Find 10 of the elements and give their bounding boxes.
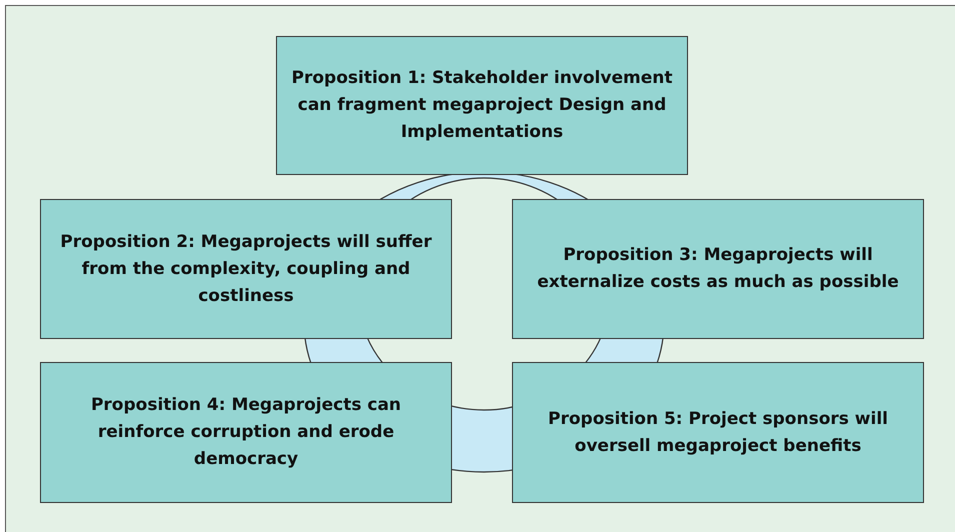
proposition-text: Proposition 2: Megaprojects will suffer from the complexity, coupling and costliness: [59, 230, 433, 308]
proposition-text: Proposition 5: Project sponsors will oversell megaproject benefits: [547, 408, 889, 458]
proposition-box: [40, 362, 452, 503]
proposition-text: Proposition 1: Stakeholder involvement can fragment megaproject Design and Implementations: [291, 67, 673, 144]
proposition-box: [276, 36, 688, 175]
proposition-box: [512, 362, 924, 503]
proposition-box: [40, 199, 452, 339]
proposition-text: Proposition 4: Megaprojects can reinforce corruption and erode democracy: [90, 394, 402, 471]
proposition-box: [512, 199, 924, 339]
proposition-text: Proposition 3: Megaprojects will externalize costs as much as possible: [536, 244, 900, 294]
